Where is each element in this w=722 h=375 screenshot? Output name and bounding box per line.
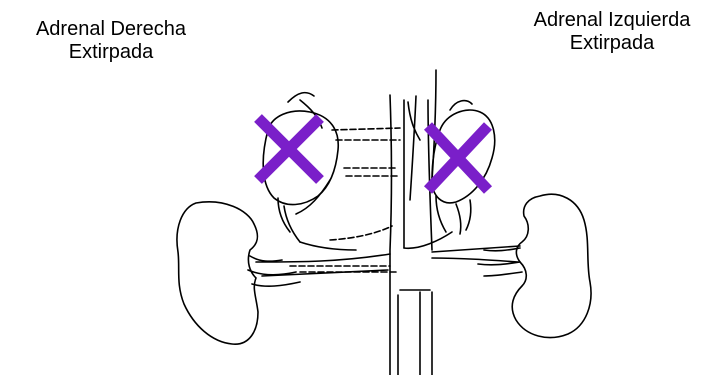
right-adrenal-x-mark-icon [258,118,320,180]
great-vessels [390,70,436,375]
renal-vessels [256,232,520,290]
left-kidney [478,194,591,337]
left-adrenal-x-mark-icon [428,126,488,190]
right-kidney [177,202,300,344]
